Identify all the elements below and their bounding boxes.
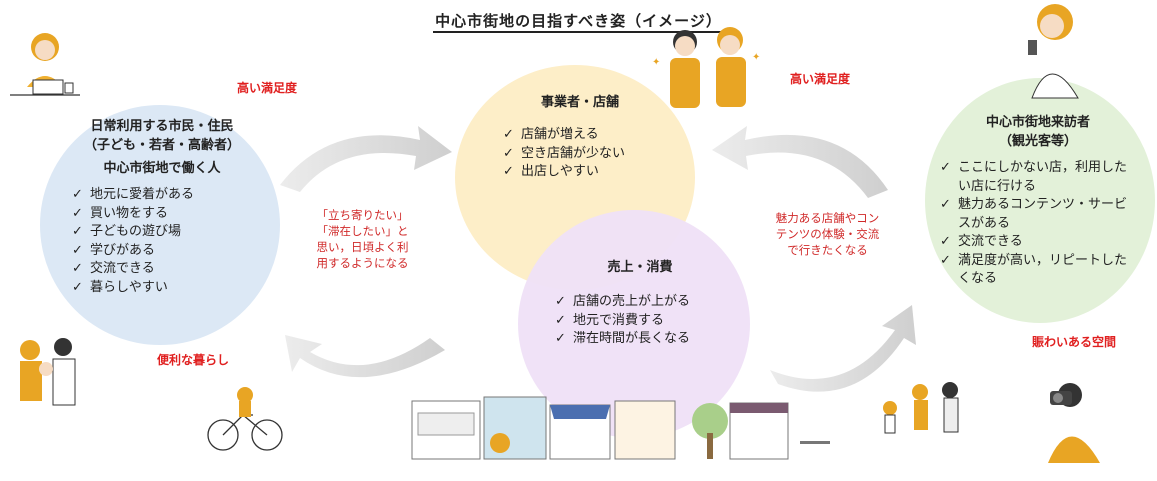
note-left: 「立ち寄りたい」 「滞在したい」と 思い，日頃よく利 用するようになる xyxy=(316,208,409,270)
sales-heading: 売上・消費 xyxy=(607,260,673,275)
resident-heading-3: 中心市街地で働く人 xyxy=(103,161,221,176)
sales-list: 店舗の売上が上がる 地元で消費する 滞在時間が長くなる xyxy=(555,293,735,349)
office-worker-illustration xyxy=(10,33,80,96)
visitor-list: ここにしかない店，利用したい店に行ける 魅力あるコンテンツ・サービスがある 交流… xyxy=(940,159,1138,289)
list-item: 出店しやすい xyxy=(503,163,665,182)
resident-heading-1: 日常利用する市民・住民 xyxy=(90,119,234,134)
bicycle-illustration xyxy=(207,387,283,451)
list-item: ここにしかない店，利用したい店に行ける xyxy=(940,159,1138,196)
page-title: 中心市街地の目指すべき姿（イメージ） xyxy=(0,10,1157,33)
arrow-visitor-to-business xyxy=(712,126,888,198)
list-item: 滞在時間が長くなる xyxy=(555,330,735,349)
business-block: 事業者・店舗 店舗が増える 空き店舗が少ない 出店しやすい xyxy=(495,93,665,182)
list-item: 空き店舗が少ない xyxy=(503,145,665,164)
walking-family-illustration xyxy=(883,382,959,434)
list-item: 地元で消費する xyxy=(555,312,735,331)
svg-text:✦: ✦ xyxy=(652,57,660,68)
label-high-satisfaction-right: 高い満足度 xyxy=(790,72,851,86)
resident-heading-2: （子ども・若者・高齢者） xyxy=(83,138,240,153)
list-item: 暮らしやすい xyxy=(72,279,262,298)
note-right: 魅力ある店舗やコン テンツの体験・交流 で行きたくなる xyxy=(775,211,880,257)
arrow-resident-to-business xyxy=(280,126,452,192)
label-convenient-life: 便利な暮らし xyxy=(157,353,230,367)
arrow-sales-to-resident xyxy=(285,335,445,378)
business-heading: 事業者・店舗 xyxy=(540,95,619,110)
list-item: 買い物をする xyxy=(72,205,262,224)
list-item: 満足度が高い，リピートしたくなる xyxy=(940,252,1138,289)
resident-list: 地元に愛着がある 買い物をする 子どもの遊び場 学びがある 交流できる 暮らしや… xyxy=(72,186,262,297)
visitor-heading-2: （観光客等） xyxy=(998,134,1077,149)
list-item: 地元に愛着がある xyxy=(72,186,262,205)
list-item: 学びがある xyxy=(72,242,262,261)
list-item: 店舗が増える xyxy=(503,126,665,145)
svg-text:✦: ✦ xyxy=(752,52,760,63)
storefronts-illustration xyxy=(411,396,830,460)
resident-block: 日常利用する市民・住民 （子ども・若者・高齢者） 中心市街地で働く人 地元に愛着… xyxy=(62,117,262,297)
visitor-heading-1: 中心市街地来訪者 xyxy=(985,115,1090,130)
list-item: 店舗の売上が上がる xyxy=(555,293,735,312)
visitor-with-phone-illustration xyxy=(1028,4,1079,99)
visitor-block: 中心市街地来訪者 （観光客等） ここにしかない店，利用したい店に行ける 魅力ある… xyxy=(938,113,1138,289)
photographer-illustration xyxy=(1048,383,1100,463)
arrow-sales-to-visitor xyxy=(770,305,916,392)
label-high-satisfaction-left: 高い満足度 xyxy=(237,81,298,95)
list-item: 交流できる xyxy=(72,260,262,279)
list-item: 魅力あるコンテンツ・サービスがある xyxy=(940,196,1138,233)
business-list: 店舗が増える 空き店舗が少ない 出店しやすい xyxy=(503,126,665,182)
shop-owners-illustration: ✦ ✦ xyxy=(652,27,760,108)
list-item: 交流できる xyxy=(940,233,1138,252)
list-item: 子どもの遊び場 xyxy=(72,223,262,242)
label-lively-space: 賑わいある空間 xyxy=(1032,335,1117,349)
sales-block: 売上・消費 店舗の売上が上がる 地元で消費する 滞在時間が長くなる xyxy=(545,258,735,349)
family-illustration xyxy=(20,338,76,406)
